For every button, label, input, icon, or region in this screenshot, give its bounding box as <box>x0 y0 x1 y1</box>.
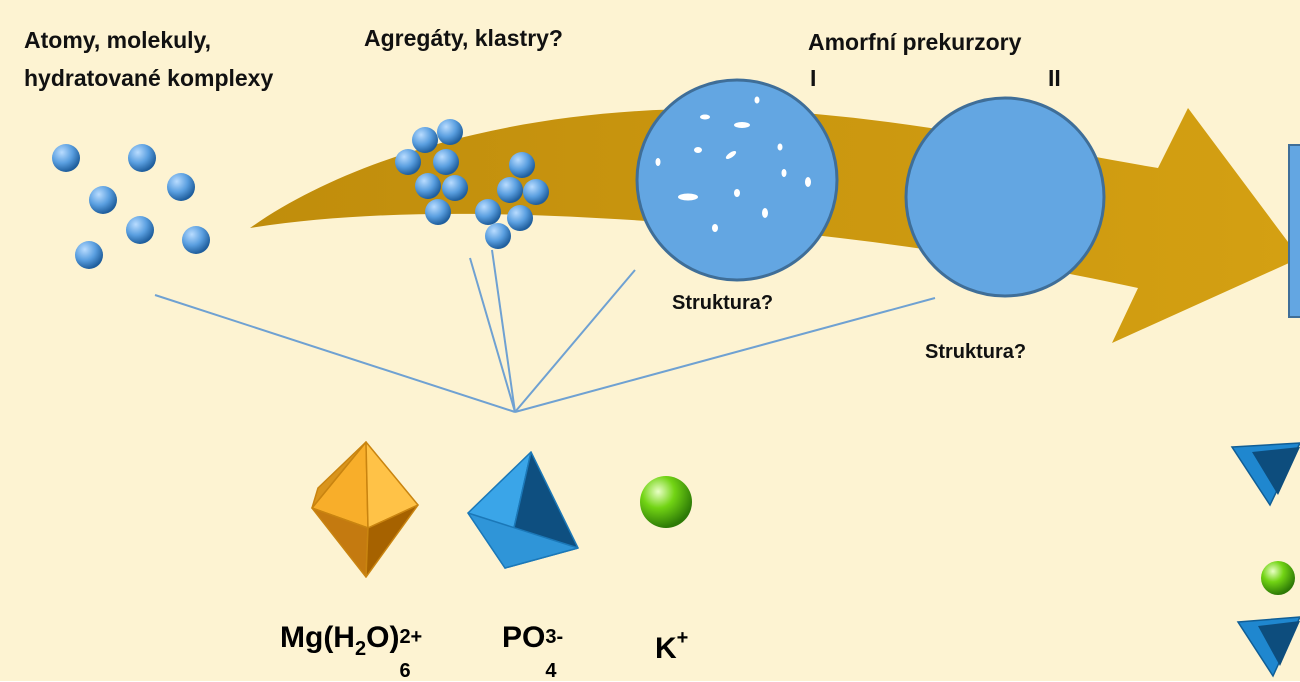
label-structure-1: Struktura? <box>672 292 774 314</box>
cluster-sphere <box>442 175 468 201</box>
atom-sphere <box>75 241 103 269</box>
formula-potassium: K+ <box>655 620 688 667</box>
tetrahedron-icon <box>1258 621 1300 666</box>
formula-po4-charge: 3- <box>545 626 564 648</box>
cluster-sphere <box>437 119 463 145</box>
potassium-sphere <box>640 476 692 528</box>
cluster-sphere <box>507 205 533 231</box>
crystal-edge <box>1288 144 1300 318</box>
formula-mg-mid: O) <box>366 621 400 654</box>
atom-sphere <box>182 226 210 254</box>
formula-mg-charge: 2+ <box>399 626 423 648</box>
formula-mg-count: 6 <box>399 660 411 682</box>
formula-mg-base: Mg(H <box>280 621 355 654</box>
atom-sphere <box>89 186 117 214</box>
cluster-sphere <box>395 149 421 175</box>
cluster-sphere <box>412 127 438 153</box>
formula-mg-water-index: 2 <box>354 638 367 660</box>
label-aggregates: Agregáty, klastry? <box>364 25 563 51</box>
connector-lines <box>154 249 936 413</box>
atom-sphere <box>167 173 195 201</box>
label-structure-2: Struktura? <box>925 341 1027 363</box>
label-precursor-1: I <box>810 65 817 91</box>
formula-po4-base: PO <box>502 621 546 654</box>
crystal-ions <box>1230 442 1300 678</box>
cluster-sphere <box>497 177 523 203</box>
formula-po4-count: 4 <box>545 660 557 682</box>
cluster-sphere <box>485 223 511 249</box>
cluster-right <box>475 152 549 249</box>
octahedron-icon <box>311 441 419 578</box>
connector-precursor-2 <box>514 297 936 413</box>
atom-sphere <box>128 144 156 172</box>
connector-precursor-1 <box>514 269 636 413</box>
atom-sphere <box>126 216 154 244</box>
cluster-sphere <box>475 199 501 225</box>
potassium-sphere <box>1261 561 1295 595</box>
formula-mg-hydrate: Mg(H2O)2+ 6 <box>280 620 422 681</box>
formula-k-base: K <box>655 632 677 665</box>
precursor-2-particle <box>904 96 1106 298</box>
label-precursor-2: II <box>1048 65 1061 91</box>
tetrahedron-icon <box>467 451 579 569</box>
atoms-group <box>52 144 210 269</box>
connector-aggregates-right <box>491 249 516 413</box>
cluster-sphere <box>433 149 459 175</box>
connector-atoms <box>154 294 516 413</box>
tetrahedron-icon <box>1252 447 1300 495</box>
cluster-left <box>395 119 468 225</box>
label-amorphous: Amorfní prekurzory <box>808 29 1022 55</box>
cluster-sphere <box>509 152 535 178</box>
water-inclusions <box>655 96 811 232</box>
cluster-sphere <box>523 179 549 205</box>
precursor-1-particle <box>635 78 839 282</box>
atom-sphere <box>52 144 80 172</box>
cluster-sphere <box>425 199 451 225</box>
formula-k-charge: + <box>676 627 689 649</box>
label-atoms-line1: Atomy, molekuly, <box>24 27 212 53</box>
connector-aggregates-left <box>469 257 516 413</box>
label-atoms-line2: hydratované komplexy <box>24 65 274 91</box>
cluster-sphere <box>415 173 441 199</box>
